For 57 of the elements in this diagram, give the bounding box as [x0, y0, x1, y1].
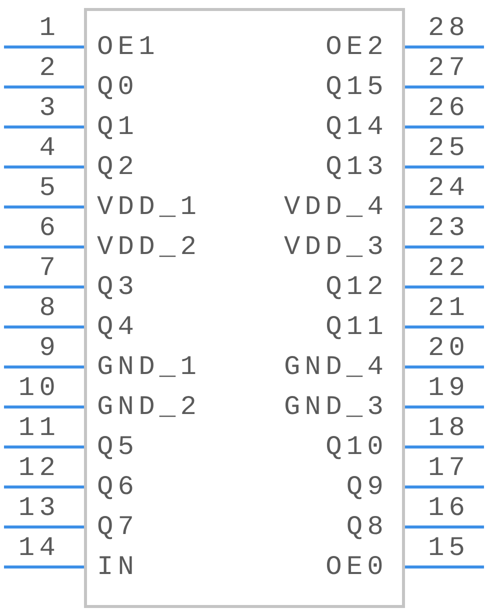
pin-name: OE0 — [326, 553, 388, 583]
pin-number: 11 — [18, 414, 60, 444]
pin-name: Q1 — [97, 113, 139, 143]
pin-name: Q11 — [326, 313, 388, 343]
pin-number: 9 — [39, 334, 60, 364]
pin-name: GND_3 — [284, 393, 388, 423]
pin-number: 3 — [39, 94, 60, 124]
pin-name: Q9 — [346, 473, 388, 503]
pin-number: 12 — [18, 454, 60, 484]
pin-number: 22 — [428, 254, 470, 284]
pin-name: GND_2 — [97, 393, 202, 423]
pin-number: 23 — [428, 214, 470, 244]
pin-name: Q15 — [326, 73, 388, 103]
pin-number: 6 — [39, 214, 60, 244]
pin-name: Q5 — [97, 433, 139, 463]
chip-body — [84, 8, 405, 608]
pin-name: IN — [97, 553, 139, 583]
pin-name: OE2 — [326, 33, 388, 63]
pin-name: Q7 — [97, 513, 139, 543]
pin-name: VDD_3 — [284, 233, 388, 263]
pin-number: 19 — [428, 374, 470, 404]
pin-number: 25 — [428, 134, 470, 164]
pin-number: 13 — [18, 494, 60, 524]
pin-number: 28 — [428, 14, 470, 44]
pin-name: Q12 — [326, 273, 388, 303]
pin-number: 26 — [428, 94, 470, 124]
pin-number: 1 — [39, 14, 60, 44]
pin-number: 21 — [428, 294, 470, 324]
pin-name: GND_1 — [97, 353, 202, 383]
pin-name: VDD_4 — [284, 193, 388, 223]
pin-number: 2 — [39, 54, 60, 84]
pin-number: 8 — [39, 294, 60, 324]
pin-name: Q10 — [326, 433, 388, 463]
pin-name: Q8 — [346, 513, 388, 543]
pin-number: 20 — [428, 334, 470, 364]
pin-number: 27 — [428, 54, 470, 84]
pin-number: 15 — [428, 534, 470, 564]
pin-number: 14 — [18, 534, 60, 564]
pin-number: 4 — [39, 134, 60, 164]
pin-number: 10 — [18, 374, 60, 404]
pin-name: Q6 — [97, 473, 139, 503]
pin-name: OE1 — [97, 33, 160, 63]
pin-name: Q4 — [97, 313, 139, 343]
pin-name: VDD_1 — [97, 193, 202, 223]
pin-number: 24 — [428, 174, 470, 204]
pin-name: GND_4 — [284, 353, 388, 383]
pin-name: VDD_2 — [97, 233, 202, 263]
pin-number: 5 — [39, 174, 60, 204]
pin-name: Q2 — [97, 153, 139, 183]
pin-name: Q13 — [326, 153, 388, 183]
pin-number: 7 — [39, 254, 60, 284]
pin-name: Q0 — [97, 73, 139, 103]
pin-number: 17 — [428, 454, 470, 484]
pin-name: Q3 — [97, 273, 139, 303]
pin-number: 16 — [428, 494, 470, 524]
pin-name: Q14 — [326, 113, 388, 143]
pin-number: 18 — [428, 414, 470, 444]
